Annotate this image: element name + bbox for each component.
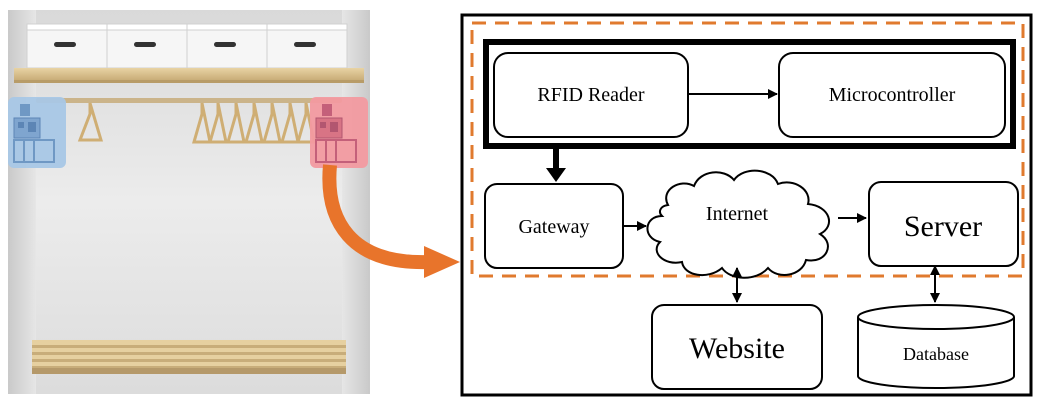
- top-shelf: [14, 68, 364, 80]
- system-diagram: RFID Reader Microcontroller Gateway Inte…: [460, 13, 1033, 397]
- gateway-label: Gateway: [518, 216, 589, 238]
- hanger: [262, 102, 282, 144]
- rfid-reader-node: RFID Reader: [493, 52, 689, 138]
- rfid-reader-label: RFID Reader: [537, 84, 645, 106]
- database-label: Database: [903, 344, 969, 364]
- hanger: [77, 102, 104, 142]
- internet-cloud-icon: Internet: [646, 169, 831, 279]
- hanger: [192, 102, 212, 144]
- hangers: [77, 102, 316, 144]
- arrow-module-to-gateway: [546, 146, 566, 182]
- microcontroller-node: Microcontroller: [778, 52, 1006, 138]
- wardrobe-illustration: [8, 10, 370, 394]
- internet-label: Internet: [706, 203, 769, 225]
- bottom-shelf: [32, 340, 346, 374]
- storage-boxes: [26, 23, 348, 69]
- microcontroller-label: Microcontroller: [829, 84, 956, 106]
- curved-arrow: [322, 164, 460, 278]
- hanger: [226, 102, 246, 144]
- server-node: Server: [868, 181, 1019, 267]
- rfid-tag-right-icon: [310, 97, 368, 168]
- reader-module-frame: [483, 39, 1016, 149]
- hanger: [280, 102, 300, 144]
- hanger: [244, 102, 264, 144]
- website-label: Website: [689, 332, 785, 365]
- gateway-node: Gateway: [484, 183, 624, 269]
- website-node: Website: [651, 304, 823, 390]
- hanging-rod: [36, 98, 342, 103]
- dashed-boundary: [470, 21, 1025, 278]
- hanger: [208, 102, 228, 144]
- database-node: Database: [857, 304, 1015, 389]
- rfid-tag-left-icon: [8, 97, 66, 168]
- server-label: Server: [904, 210, 982, 243]
